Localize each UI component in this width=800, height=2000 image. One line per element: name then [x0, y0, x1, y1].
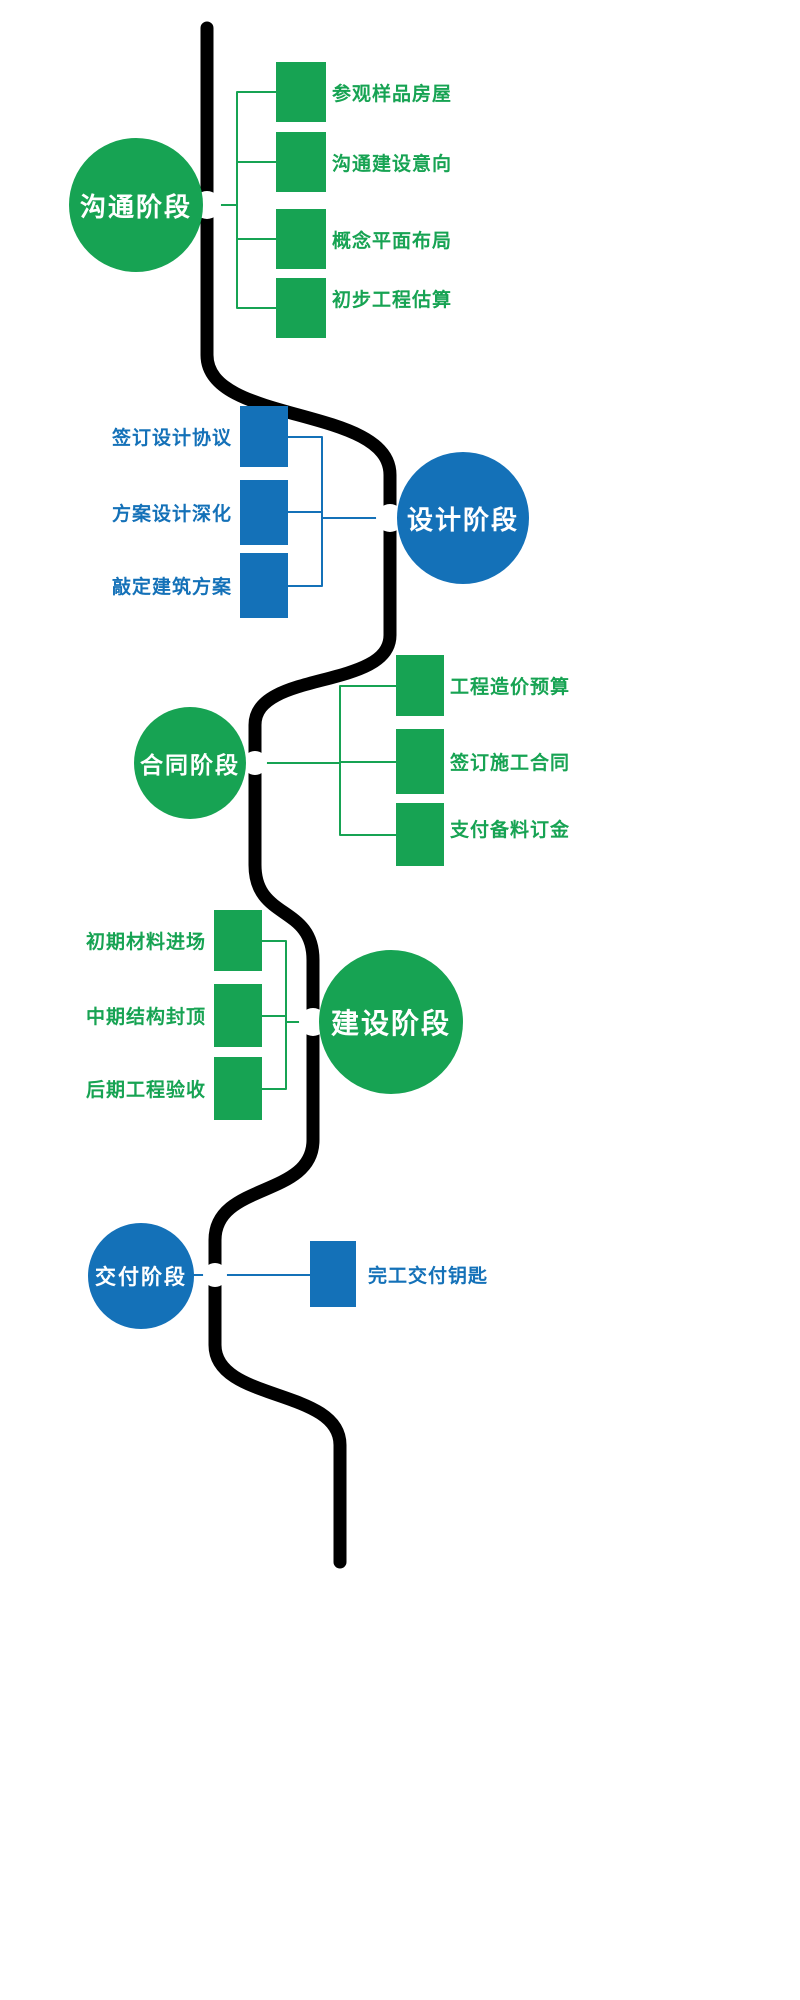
item-label-contract-3: 支付备料订金 [450, 820, 571, 841]
item-label-communication-3: 概念平面布局 [332, 230, 453, 252]
item-box-delivery-1 [310, 1241, 356, 1307]
item-box-communication-4 [276, 278, 326, 338]
item-box-communication-1 [276, 62, 326, 122]
stage-circle-delivery: 交付阶段 [88, 1223, 194, 1329]
node-dot-contract [243, 751, 267, 775]
item-label-contract-1: 工程造价预算 [450, 677, 571, 698]
item-box-construction-2 [214, 984, 262, 1047]
item-box-construction-3 [214, 1057, 262, 1120]
item-label-construction-3: 后期工程验收 [85, 1080, 206, 1101]
item-label-communication-4: 初步工程估算 [332, 289, 453, 311]
item-box-design-3 [240, 553, 288, 618]
stage-label-design: 设计阶段 [406, 504, 519, 535]
stage-circle-design: 设计阶段 [397, 452, 529, 584]
stage-circle-construction: 建设阶段 [319, 950, 463, 1094]
process-road-path [200, 21, 397, 1569]
item-box-contract-1 [396, 655, 444, 716]
item-box-contract-2 [396, 729, 444, 794]
item-label-design-3: 敲定建筑方案 [111, 577, 232, 598]
item-box-communication-3 [276, 209, 326, 269]
item-label-design-2: 方案设计深化 [111, 504, 232, 525]
stage-label-communication: 沟通阶段 [79, 191, 192, 222]
item-label-construction-2: 中期结构封顶 [85, 1007, 206, 1028]
stage-label-construction: 建设阶段 [330, 1008, 451, 1039]
item-label-design-1: 签订设计协议 [111, 428, 232, 449]
stage-circle-contract: 合同阶段 [134, 707, 246, 819]
item-box-communication-2 [276, 132, 326, 192]
item-box-construction-1 [214, 910, 262, 971]
stage-label-delivery: 交付阶段 [95, 1266, 187, 1289]
node-dot-delivery [203, 1263, 227, 1287]
item-label-delivery-1: 完工交付钥匙 [368, 1265, 489, 1287]
stage-circle-communication: 沟通阶段 [69, 138, 203, 272]
item-label-construction-1: 初期材料进场 [85, 932, 206, 953]
item-box-design-2 [240, 480, 288, 545]
item-label-contract-2: 签订施工合同 [450, 753, 571, 774]
item-box-design-1 [240, 406, 288, 467]
item-box-contract-3 [396, 803, 444, 866]
stage-label-contract: 合同阶段 [140, 752, 240, 778]
item-label-communication-2: 沟通建设意向 [332, 153, 453, 175]
item-label-communication-1: 参观样品房屋 [332, 83, 453, 105]
